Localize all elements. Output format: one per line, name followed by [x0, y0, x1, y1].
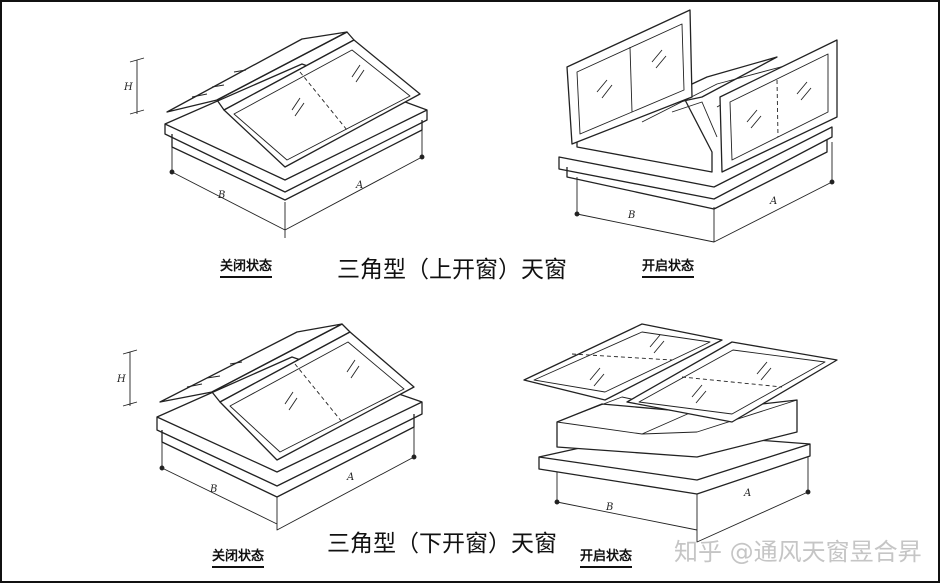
watermark: 知乎 @通风天窗昱合昇	[674, 538, 922, 566]
dim-h-label: H	[116, 374, 126, 385]
dim-a-label: A	[346, 472, 354, 483]
base-slab	[538, 443, 811, 495]
dim-a-label: A	[355, 180, 363, 191]
dim-b	[171, 142, 286, 238]
dim-b-label: B	[217, 190, 225, 201]
top-title: 三角型（上开窗）天窗	[337, 257, 567, 283]
right-panel	[719, 39, 838, 173]
top-open-skylight: B A	[558, 9, 838, 243]
top-closed-label: 关闭状态	[220, 255, 273, 278]
dim-a-label: A	[743, 488, 751, 499]
bottom-title: 三角型（下开窗）天窗	[327, 531, 557, 557]
bottom-open-skylight: B A	[523, 323, 838, 543]
dim-a-label: A	[769, 196, 777, 207]
bottom-closed-label: 关闭状态	[212, 545, 265, 568]
dim-b-label: B	[209, 484, 217, 495]
dim-h-label: H	[123, 82, 133, 93]
dim-h	[129, 57, 145, 115]
left-panel	[523, 323, 723, 401]
left-panel	[566, 9, 693, 145]
base-slab	[558, 126, 833, 200]
base-slab	[156, 401, 423, 487]
base-slab	[164, 109, 428, 193]
top-open-label: 开启状态	[642, 255, 695, 278]
dim-b-label: B	[605, 502, 613, 513]
bottom-closed-skylight: H B A	[116, 323, 423, 531]
bottom-open-label: 开启状态	[580, 545, 633, 568]
top-closed-skylight: H B A	[123, 31, 428, 238]
dim-b-label: B	[627, 210, 635, 221]
front-glass	[223, 39, 421, 168]
